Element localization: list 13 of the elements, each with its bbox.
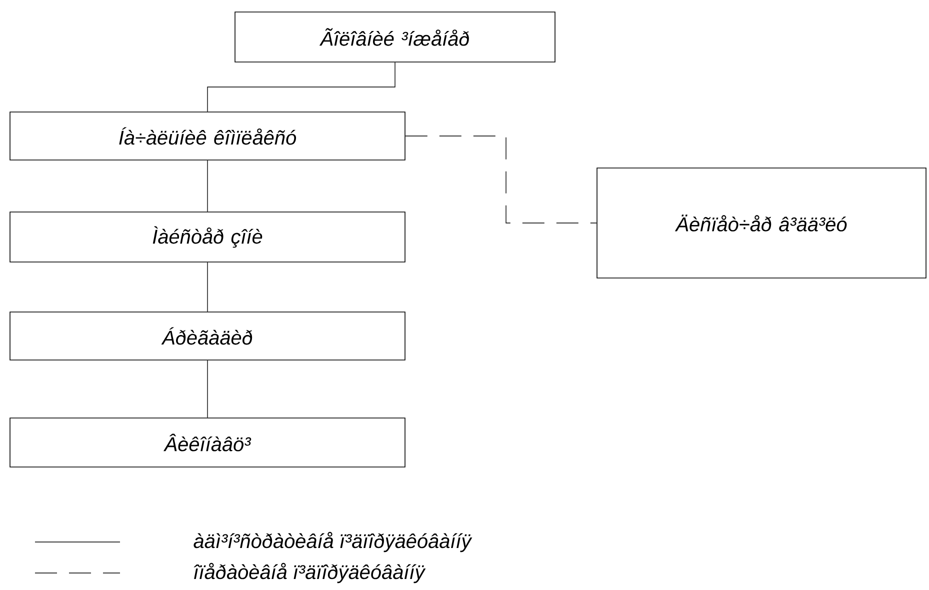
role-box: Âèêîíàâö³ (10, 418, 406, 468)
connector-line (207, 62, 396, 112)
role-box: Áðèãàäèð (10, 312, 406, 360)
role-box: Ìàéñòåð çîíè (10, 212, 406, 262)
connector-line (207, 360, 208, 418)
connector-line (207, 262, 208, 312)
role-box: Äèñïåò÷åð â³ää³ëó (596, 168, 926, 278)
connector-line (405, 136, 597, 224)
legend-text: îïåðàòèâíå ï³äïîðÿäêóâàííÿ (194, 562, 426, 584)
connector-line (207, 160, 208, 212)
role-box: Ãîëîâíèé ³íæåíåð (234, 12, 556, 62)
legend-text: àäì³í³ñòðàòèâíå ï³äïîðÿäêóâàííÿ (194, 532, 472, 552)
role-box: Íà÷àëüíèê êîìïëåêñó (10, 112, 406, 160)
